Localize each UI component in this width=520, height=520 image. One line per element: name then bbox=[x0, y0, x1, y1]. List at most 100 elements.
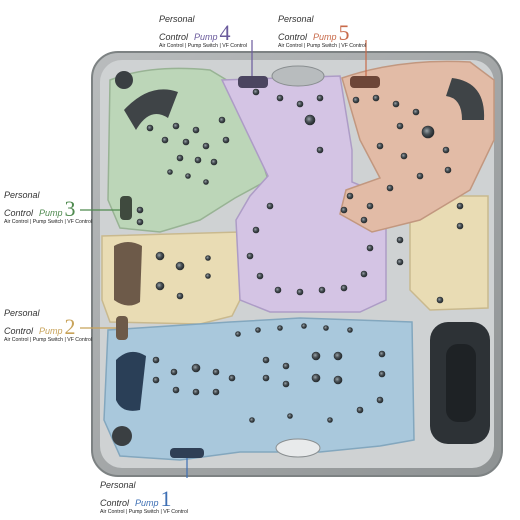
skimmer bbox=[275, 438, 321, 458]
callout-control-label: Control bbox=[278, 32, 308, 42]
jet-icon bbox=[456, 222, 464, 230]
jet-icon bbox=[212, 368, 220, 376]
jet-icon bbox=[210, 158, 218, 166]
callout-sub-label: Air Control | Pump Switch | VF Control bbox=[278, 43, 367, 49]
jet-icon bbox=[444, 166, 452, 174]
callout-sub-label: Air Control | Pump Switch | VF Control bbox=[4, 337, 93, 343]
jet-icon bbox=[396, 236, 404, 244]
control-panel-pump-3 bbox=[120, 196, 132, 220]
zone-pump-4 bbox=[220, 75, 387, 313]
jet-icon bbox=[296, 100, 304, 108]
callout-pump-number: 4 bbox=[219, 20, 231, 45]
jet-icon bbox=[442, 146, 450, 154]
jet-icon bbox=[360, 216, 368, 224]
headrest-left-mid bbox=[114, 242, 142, 306]
callout-pump-number: 2 bbox=[64, 314, 76, 339]
callout-pump-label: Pump bbox=[39, 326, 63, 336]
callout-pump-label: Pump bbox=[194, 32, 218, 42]
jet-icon bbox=[316, 146, 324, 154]
callout-pump-5: Personal Control Pump 5 Air Control | Pu… bbox=[278, 15, 366, 49]
jet-icon bbox=[185, 173, 191, 179]
callout-personal-label: Personal bbox=[100, 480, 136, 490]
jet-icon bbox=[282, 362, 290, 370]
callout-pump-1: Personal Control Pump 1 Air Control | Pu… bbox=[100, 481, 188, 515]
jet-icon bbox=[378, 350, 386, 358]
jet-icon bbox=[161, 136, 169, 144]
callout-sub-label: Air Control | Pump Switch | VF Control bbox=[4, 219, 93, 225]
callout-personal-label: Personal bbox=[159, 14, 195, 24]
callout-control-label: Control bbox=[4, 326, 34, 336]
jet-icon bbox=[378, 370, 386, 378]
jet-icon bbox=[152, 356, 160, 364]
control-panel-pump-1 bbox=[170, 448, 204, 458]
jet-icon bbox=[262, 356, 270, 364]
jet-icon bbox=[304, 114, 316, 126]
callout-sub-label: Air Control | Pump Switch | VF Control bbox=[100, 509, 189, 515]
jet-icon bbox=[340, 284, 348, 292]
jet-icon bbox=[276, 94, 284, 102]
callout-control-label: Control bbox=[159, 32, 189, 42]
callout-pump-label: Pump bbox=[313, 32, 337, 42]
jet-icon bbox=[311, 351, 321, 361]
jet-icon bbox=[352, 96, 360, 104]
jet-icon bbox=[256, 272, 264, 280]
jet-icon bbox=[205, 255, 211, 261]
jet-icon bbox=[323, 325, 329, 331]
jet-icon bbox=[400, 152, 408, 160]
jet-icon bbox=[146, 124, 154, 132]
jet-icon bbox=[333, 351, 343, 361]
callout-personal-label: Personal bbox=[4, 190, 40, 200]
headrest-bottom-left bbox=[116, 351, 146, 411]
jet-icon bbox=[346, 192, 354, 200]
jet-icon bbox=[255, 327, 261, 333]
jet-icon bbox=[192, 126, 200, 134]
callout-pump-label: Pump bbox=[39, 208, 63, 218]
jet-icon bbox=[436, 296, 444, 304]
jet-icon bbox=[136, 206, 144, 214]
callout-pump-number: 5 bbox=[338, 20, 350, 45]
zone-pump-5 bbox=[339, 60, 495, 233]
jet-icon bbox=[360, 270, 368, 278]
callout-personal-label: Personal bbox=[278, 14, 314, 24]
jet-icon bbox=[301, 323, 307, 329]
jet-icon bbox=[366, 202, 374, 210]
jet-icon bbox=[192, 388, 200, 396]
callout-pump-label: Pump bbox=[135, 498, 159, 508]
jet-icon bbox=[316, 94, 324, 102]
callout-personal-label: Personal bbox=[4, 308, 40, 318]
jet-icon bbox=[194, 156, 202, 164]
jet-icon bbox=[136, 218, 144, 226]
zone-pump-2-right bbox=[409, 195, 489, 311]
jet-icon bbox=[416, 172, 424, 180]
lounger-pillow-insert bbox=[446, 344, 476, 422]
drain-cap bbox=[112, 426, 132, 446]
jet-icon bbox=[311, 373, 321, 383]
jet-icon bbox=[182, 138, 190, 146]
jet-icon bbox=[396, 122, 404, 130]
control-panel-pump-4 bbox=[238, 76, 268, 88]
jet-icon bbox=[155, 281, 165, 291]
jet-icon bbox=[392, 100, 400, 108]
callout-control-label: Control bbox=[4, 208, 34, 218]
jet-icon bbox=[212, 388, 220, 396]
filter-cap bbox=[115, 71, 133, 89]
zone-pump-1 bbox=[103, 317, 415, 461]
jets-group bbox=[136, 88, 464, 423]
jet-icon bbox=[421, 125, 435, 139]
jet-icon bbox=[274, 286, 282, 294]
jet-icon bbox=[218, 116, 226, 124]
jet-icon bbox=[155, 251, 165, 261]
callout-control-label: Control bbox=[100, 498, 130, 508]
jet-icon bbox=[172, 386, 180, 394]
jet-icon bbox=[396, 258, 404, 266]
jet-icon bbox=[176, 292, 184, 300]
callout-sub-label: Air Control | Pump Switch | VF Control bbox=[159, 43, 248, 49]
callout-pump-2: Personal Control Pump 2 Air Control | Pu… bbox=[4, 309, 92, 343]
jet-icon bbox=[152, 376, 160, 384]
jet-icon bbox=[203, 179, 209, 185]
jet-icon bbox=[386, 184, 394, 192]
headrest-top-left bbox=[124, 89, 178, 130]
jet-icon bbox=[205, 273, 211, 279]
jet-icon bbox=[252, 226, 260, 234]
